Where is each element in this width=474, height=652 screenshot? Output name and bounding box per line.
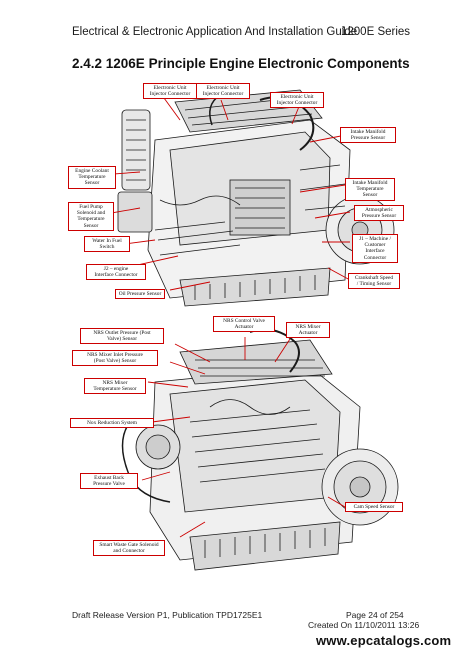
label-crankshaft-speed-timing-sensor: Crankshaft Speed / Timing Sensor bbox=[348, 273, 400, 290]
watermark-url: www.epcatalogs.com bbox=[316, 633, 452, 648]
label-nrs-mixer-inlet-pressure-sensor: NRS Mixer Inlet Pressure (Post Valve) Se… bbox=[72, 350, 158, 367]
footer-draft-release: Draft Release Version P1, Publication TP… bbox=[72, 610, 263, 620]
engine-diagram-2 bbox=[121, 328, 399, 571]
label-exhaust-back-pressure-valve: Exhaust Back Pressure Valve bbox=[80, 473, 138, 490]
label-nrs-mixer-actuator: NRS Mixer Actuator bbox=[286, 322, 330, 339]
label-fuel-pump-solenoid-temperature-sensor: Fuel Pump Solenoid and Temperature Senso… bbox=[68, 202, 114, 231]
label-intake-manifold-temperature-sensor: Intake Manifold Temperature Sensor bbox=[345, 178, 395, 201]
label-atmospheric-pressure-sensor: Atmospheric Pressure Sensor bbox=[354, 205, 404, 222]
label-nox-reduction-system: Nox Reduction System bbox=[70, 418, 154, 429]
label-oil-pressure-sensor: Oil Pressure Sensor bbox=[115, 289, 165, 300]
label-j2-interface-connector: J2 – engine Interface Connector bbox=[86, 264, 146, 281]
footer-page-number: Page 24 of 254 bbox=[346, 610, 404, 620]
label-water-in-fuel-switch: Water In Fuel Switch bbox=[84, 236, 130, 253]
label-nrs-outlet-pressure-sensor: NRS Outlet Pressure (Post Valve) Sensor bbox=[80, 328, 164, 345]
label-j1-interface-connector: J1 – Machine / Customer Interface Connec… bbox=[352, 234, 398, 263]
label-electronic-unit-injector-connector-2: Electronic Unit Injector Connector bbox=[196, 83, 250, 100]
label-engine-coolant-temperature-sensor: Engine Coolant Temperature Sensor bbox=[68, 166, 116, 189]
label-nrs-mixer-temperature-sensor: NRS Mixer Temperature Sensor bbox=[84, 378, 146, 395]
document-title: Electrical & Electronic Application And … bbox=[72, 26, 358, 38]
footer-created-date: Created On 11/10/2011 13:26 bbox=[308, 620, 420, 630]
series-label: 1200E Series bbox=[341, 26, 411, 38]
label-smart-waste-gate-solenoid: Smart Waste Gate Solenoid and Connector bbox=[93, 540, 165, 557]
engine-diagram-1 bbox=[99, 89, 395, 307]
label-electronic-unit-injector-connector-3: Electronic Unit Injector Connector bbox=[270, 92, 324, 109]
label-electronic-unit-injector-connector-1: Electronic Unit Injector Connector bbox=[143, 83, 197, 100]
label-intake-manifold-pressure-sensor: Intake Manifold Pressure Sensor bbox=[340, 127, 396, 144]
label-nrs-control-valve-actuator: NRS Control Valve Actuator bbox=[213, 316, 275, 333]
label-cam-speed-sensor: Cam Speed Sensor bbox=[345, 502, 403, 513]
section-title: 2.4.2 1206E Principle Engine Electronic … bbox=[72, 56, 410, 71]
